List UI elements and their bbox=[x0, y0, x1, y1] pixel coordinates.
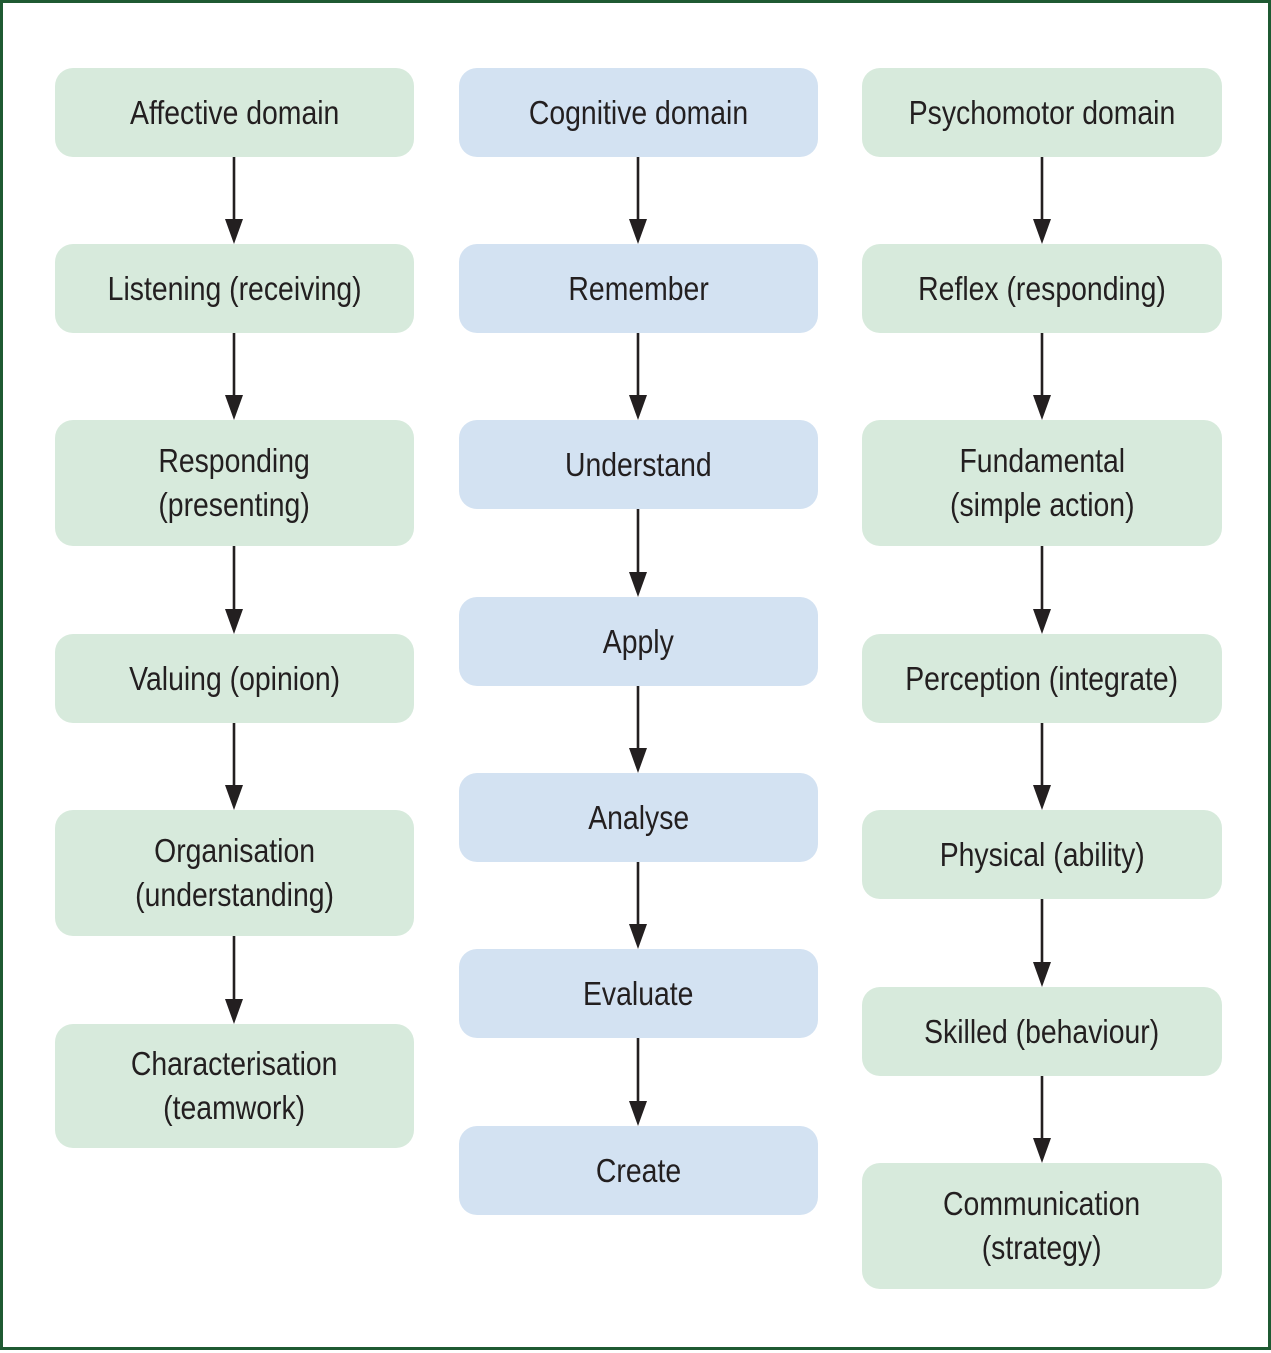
arrowhead bbox=[629, 1101, 647, 1126]
affective-node-organisation: Organisation (understanding) bbox=[55, 810, 414, 936]
arrowhead bbox=[225, 785, 243, 810]
affective-node-characterisation: Characterisation (teamwork) bbox=[55, 1024, 414, 1148]
cognitive-domain-header: Cognitive domain bbox=[459, 68, 818, 157]
node-label: Psychomotor domain bbox=[908, 93, 1176, 131]
node-label: Apply bbox=[602, 622, 675, 660]
node-label: Evaluate bbox=[583, 974, 694, 1012]
node-label: Remember bbox=[568, 269, 709, 307]
affective-domain-header: Affective domain bbox=[55, 68, 414, 157]
psychomotor-node-reflex: Reflex (responding) bbox=[862, 244, 1222, 333]
cognitive-node-create: Create bbox=[459, 1126, 818, 1215]
arrowhead bbox=[1033, 395, 1051, 420]
arrowhead bbox=[629, 219, 647, 244]
arrowhead bbox=[225, 395, 243, 420]
arrowhead bbox=[1033, 1138, 1051, 1163]
arrowhead bbox=[225, 999, 243, 1024]
psychomotor-node-fundamental: Fundamental (simple action) bbox=[862, 420, 1222, 546]
arrowhead bbox=[1033, 785, 1051, 810]
affective-node-valuing: Valuing (opinion) bbox=[55, 634, 414, 723]
arrowhead bbox=[1033, 962, 1051, 987]
cognitive-node-apply: Apply bbox=[459, 597, 818, 686]
node-label: Listening (receiving) bbox=[107, 269, 362, 307]
psychomotor-domain-header: Psychomotor domain bbox=[862, 68, 1222, 157]
node-label: Responding (presenting) bbox=[158, 442, 311, 523]
affective-node-responding: Responding (presenting) bbox=[55, 420, 414, 546]
affective-node-listening: Listening (receiving) bbox=[55, 244, 414, 333]
node-label: Affective domain bbox=[129, 93, 340, 131]
node-label: Reflex (responding) bbox=[918, 269, 1166, 307]
node-label: Organisation (understanding) bbox=[135, 832, 334, 913]
arrowhead bbox=[629, 572, 647, 597]
arrowhead bbox=[225, 609, 243, 634]
cognitive-node-analyse: Analyse bbox=[459, 773, 818, 862]
node-label: Create bbox=[595, 1151, 682, 1189]
node-label: Cognitive domain bbox=[528, 93, 749, 131]
cognitive-node-remember: Remember bbox=[459, 244, 818, 333]
arrowhead bbox=[1033, 609, 1051, 634]
node-label: Communication (strategy) bbox=[943, 1185, 1141, 1266]
node-label: Characterisation (teamwork) bbox=[131, 1045, 338, 1126]
psychomotor-node-communication: Communication (strategy) bbox=[862, 1163, 1222, 1289]
node-label: Fundamental (simple action) bbox=[949, 442, 1135, 523]
arrowhead bbox=[1033, 219, 1051, 244]
arrowhead bbox=[629, 924, 647, 949]
arrowhead bbox=[629, 395, 647, 420]
node-label: Valuing (opinion) bbox=[129, 659, 340, 697]
psychomotor-node-perception: Perception (integrate) bbox=[862, 634, 1222, 723]
psychomotor-node-physical: Physical (ability) bbox=[862, 810, 1222, 899]
node-label: Skilled (behaviour) bbox=[924, 1012, 1160, 1050]
psychomotor-node-skilled: Skilled (behaviour) bbox=[862, 987, 1222, 1076]
node-label: Analyse bbox=[588, 798, 689, 836]
node-label: Understand bbox=[565, 445, 712, 483]
arrowhead bbox=[629, 748, 647, 773]
node-label: Physical (ability) bbox=[939, 835, 1145, 873]
node-label: Perception (integrate) bbox=[905, 659, 1179, 697]
arrowhead bbox=[225, 219, 243, 244]
cognitive-node-understand: Understand bbox=[459, 420, 818, 509]
cognitive-node-evaluate: Evaluate bbox=[459, 949, 818, 1038]
